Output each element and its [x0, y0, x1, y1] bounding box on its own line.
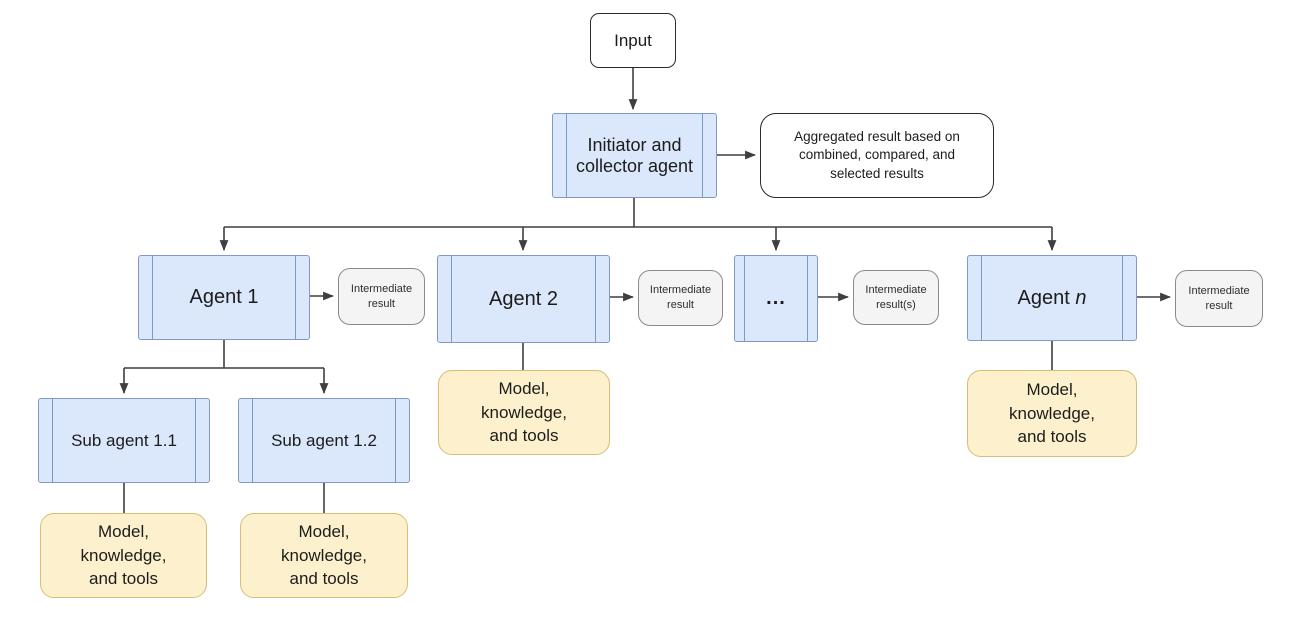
agent-2-node: Agent 2: [437, 255, 610, 343]
intermediate-result-2-box: Intermediate result: [638, 270, 723, 326]
model-knowledge-tools-n-box: Model, knowledge, and tools: [967, 370, 1137, 457]
intermediate-result-1-label: Intermediate result: [350, 282, 413, 310]
agent-n-node: Agent n: [967, 255, 1137, 341]
aggregated-result-label: Aggregated result based on combined, com…: [794, 129, 960, 181]
model-knowledge-tools-2-box: Model, knowledge, and tools: [438, 370, 610, 455]
model-knowledge-tools-1-2-label: Model, knowledge, and tools: [280, 521, 367, 589]
intermediate-results-label: Intermediate result(s): [865, 283, 927, 311]
agent-ellipsis-node: ...: [734, 255, 818, 342]
sub-agent-1-2-label: Sub agent 1.2: [271, 430, 377, 450]
intermediate-result-2-label: Intermediate result: [649, 284, 712, 311]
agent-2-label: Agent 2: [489, 287, 558, 310]
sub-agent-1-1-node: Sub agent 1.1: [38, 398, 210, 483]
aggregated-result-node: Aggregated result based on combined, com…: [760, 113, 994, 198]
model-knowledge-tools-1-1-box: Model, knowledge, and tools: [40, 513, 207, 598]
initiator-collector-agent-node: Initiator and collector agent: [552, 113, 717, 198]
model-knowledge-tools-n-label: Model, knowledge, and tools: [1008, 379, 1095, 447]
model-knowledge-tools-1-1-label: Model, knowledge, and tools: [80, 521, 167, 589]
model-knowledge-tools-2-label: Model, knowledge, and tools: [480, 378, 567, 446]
model-knowledge-tools-1-2-box: Model, knowledge, and tools: [240, 513, 408, 598]
intermediate-result-n-label: Intermediate result: [1188, 284, 1250, 312]
sub-agent-1-2-node: Sub agent 1.2: [238, 398, 410, 483]
intermediate-result-1-box: Intermediate result: [338, 268, 425, 325]
agent-1-label: Agent 1: [189, 286, 259, 308]
agent-ellipsis-label: ...: [766, 287, 786, 309]
agent-1-node: Agent 1: [138, 255, 310, 340]
sub-agent-1-1-label: Sub agent 1.1: [71, 430, 177, 450]
intermediate-result-n-box: Intermediate result: [1175, 270, 1263, 327]
intermediate-results-box: Intermediate result(s): [853, 270, 939, 325]
agent-n-label: Agent n: [1017, 286, 1087, 309]
input-label: Input: [614, 30, 652, 50]
initiator-collector-agent-label: Initiator and collector agent: [575, 134, 694, 176]
input-node: Input: [590, 13, 676, 68]
